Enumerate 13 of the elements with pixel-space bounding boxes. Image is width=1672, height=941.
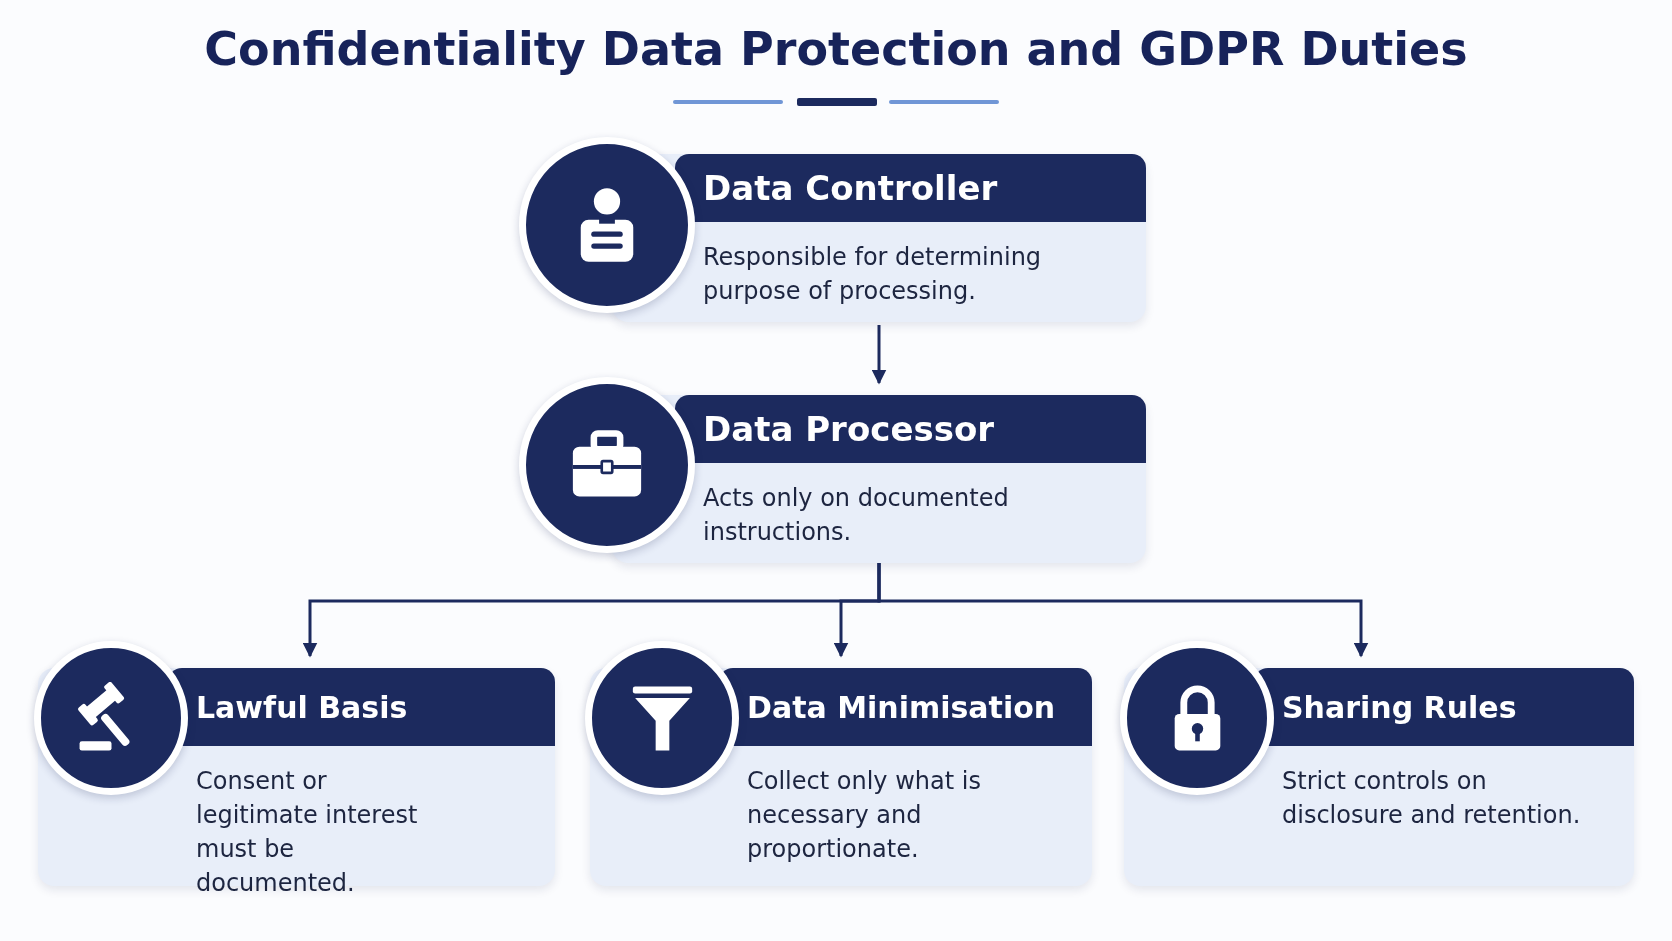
card-title: Data Processor bbox=[703, 409, 995, 449]
arrow bbox=[871, 325, 887, 385]
card-title: Data Controller bbox=[703, 168, 998, 208]
card-title: Lawful Basis bbox=[196, 689, 408, 725]
card-description: Consent or legitimate interest must be documented. bbox=[196, 766, 419, 899]
card-description: Acts only on documented instructions. bbox=[703, 483, 1010, 548]
card-description: Strict controls on disclosure and retention. bbox=[1282, 766, 1582, 831]
title: Confidentiality Data Protection and GDPR Duties bbox=[203, 22, 1469, 76]
card-description: Responsible for determining purpose of processing. bbox=[703, 242, 1043, 307]
card-title: Data Minimisation bbox=[747, 689, 1056, 725]
card-title: Sharing Rules bbox=[1282, 689, 1517, 725]
arrow bbox=[877, 563, 1369, 658]
card-description: Collect only what is necessary and proportionate. bbox=[747, 766, 982, 865]
